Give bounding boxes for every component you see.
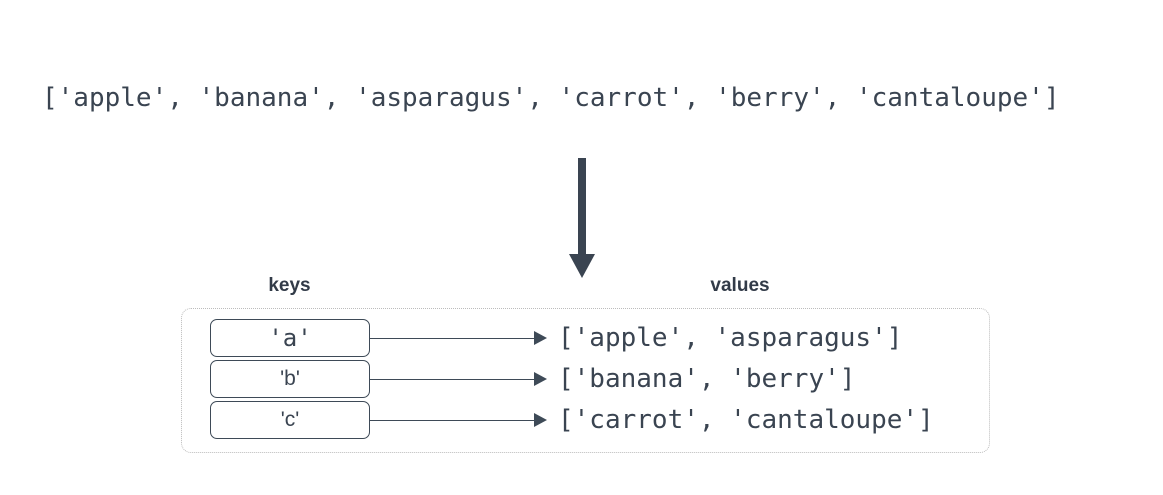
arrow-head [534, 413, 547, 427]
mapping-row-c: 'c' ['carrot', 'cantaloupe'] [210, 400, 934, 440]
right-arrow-icon [370, 331, 547, 345]
arrow-head [534, 331, 547, 345]
keys-column-label: keys [268, 275, 311, 296]
key-box-b: 'b' [210, 360, 370, 398]
value-list-c: ['carrot', 'cantaloupe'] [558, 405, 934, 435]
key-box-a: 'a' [210, 319, 370, 357]
down-arrow-shaft [578, 158, 586, 255]
values-column-label: values [710, 275, 770, 296]
mapping-row-a: 'a' ['apple', 'asparagus'] [210, 318, 902, 358]
arrow-line [370, 337, 534, 339]
right-arrow-icon [370, 372, 547, 386]
value-list-a: ['apple', 'asparagus'] [558, 323, 903, 353]
value-list-b: ['banana', 'berry'] [558, 364, 856, 394]
down-arrow-head [569, 254, 595, 278]
mapping-row-b: 'b' ['banana', 'berry'] [210, 359, 855, 399]
down-arrow-icon [569, 158, 595, 278]
key-box-c: 'c' [210, 401, 370, 439]
arrow-line [370, 419, 534, 421]
dict-container: 'a' ['apple', 'asparagus'] 'b' ['banana'… [181, 308, 990, 453]
source-list-text: ['apple', 'banana', 'asparagus', 'carrot… [42, 83, 1060, 113]
right-arrow-icon [370, 413, 547, 427]
arrow-line [370, 378, 534, 380]
arrow-head [534, 372, 547, 386]
